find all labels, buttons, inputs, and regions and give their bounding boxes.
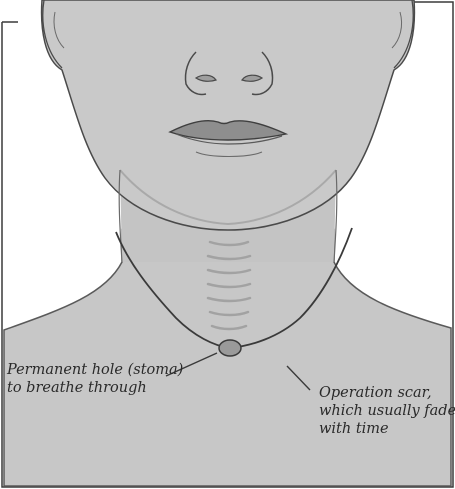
stoma-label-line-2: to breathe through: [7, 379, 183, 397]
scar-label-line-1: Operation scar,: [319, 384, 455, 402]
scar-label-line-2: which usually fades: [319, 402, 455, 420]
stoma-label: Permanent hole (stoma) to breathe throug…: [7, 361, 183, 397]
shoulders: [4, 230, 451, 486]
scar-label-line-3: with time: [319, 420, 455, 438]
face: [42, 0, 415, 230]
stoma-label-line-1: Permanent hole (stoma): [7, 361, 183, 379]
stoma: [219, 340, 241, 356]
scar-label: Operation scar, which usually fades with…: [319, 384, 455, 438]
